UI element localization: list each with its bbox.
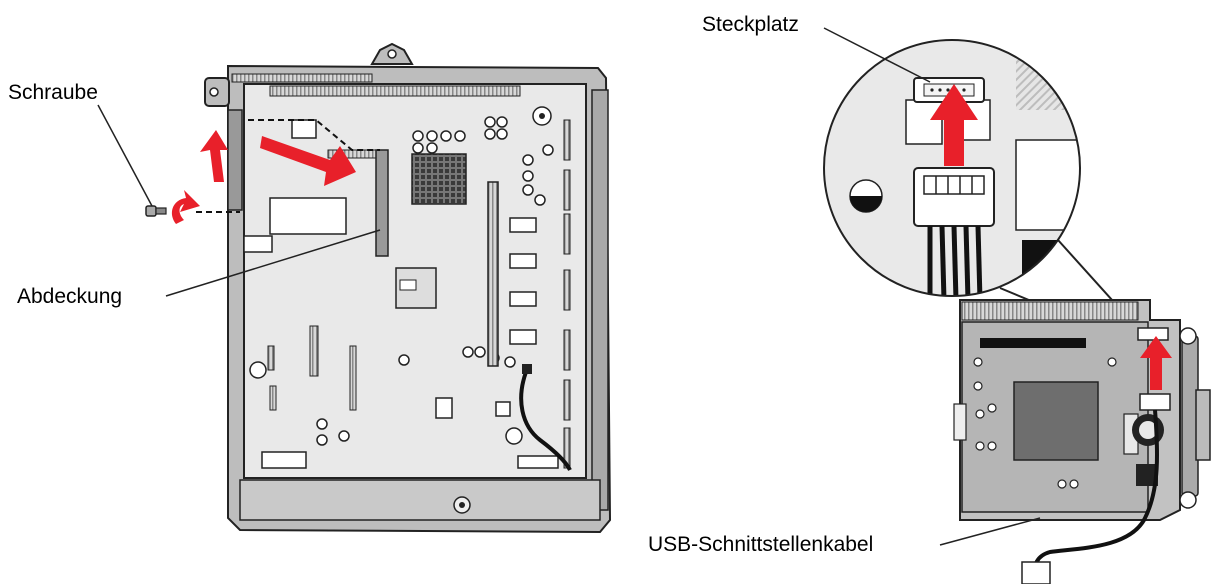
detail-magnifier [823,39,1081,297]
slot-label: Steckplatz [702,13,799,36]
leader-lines [97,27,1041,546]
usb-cable-label: USB-Schnittstellenkabel [648,533,874,556]
screw-label: Schraube [8,81,98,104]
controller-board [196,42,612,534]
screw-part [145,205,167,217]
network-card [953,299,1211,584]
cover-label: Abdeckung [17,285,123,308]
arrow-icon [171,130,356,224]
